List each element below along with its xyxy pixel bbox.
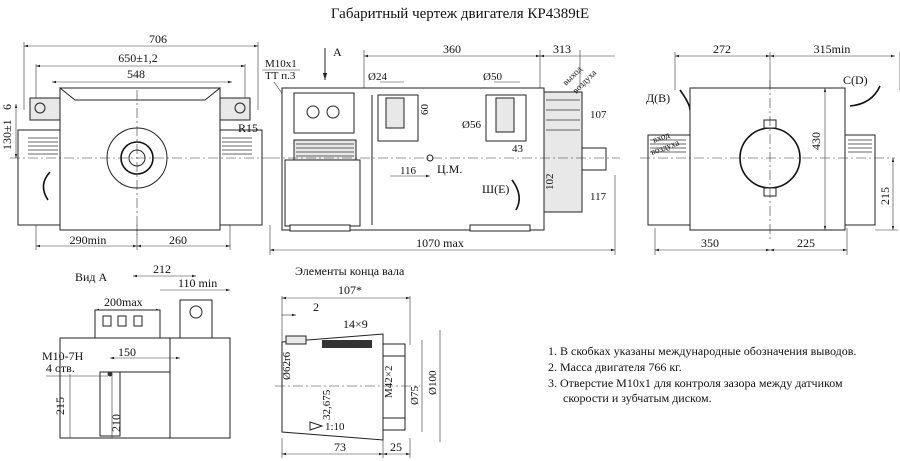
dim-360: 360	[443, 42, 461, 56]
dim-260: 260	[169, 233, 187, 247]
dim-200: 200max	[104, 295, 143, 309]
side-cooler	[543, 91, 583, 213]
shaft-end: Элементы конца вала 107* 2 14×9 Ø62r6 32…	[275, 264, 441, 458]
dim-548: 548	[127, 67, 145, 81]
end-box-right	[844, 134, 876, 226]
dim-d62: Ø62r6	[281, 351, 293, 380]
label-cm: Ц.М.	[437, 162, 462, 176]
notes: 1. В скобках указаны международные обозн…	[548, 344, 856, 405]
dim-313: 313	[553, 42, 571, 56]
dim-r15: R15	[238, 121, 258, 135]
label-4-holes: 4 отв.	[46, 361, 75, 375]
label-d56: Ø56	[462, 119, 481, 131]
shaft-title: Элементы конца вала	[295, 264, 405, 278]
arrow-a-label: А	[333, 45, 342, 59]
dim-215: 215	[878, 187, 892, 205]
dim-2: 2	[313, 300, 319, 314]
drawing-title: Габаритный чертеж двигателя КР4389tE	[331, 6, 589, 22]
label-sh: Ш(Е)	[482, 182, 509, 196]
note-3-cont: скорости и зубчатым диском.	[563, 391, 712, 405]
dim-14x9: 14×9	[343, 317, 368, 331]
dim-430: 430	[809, 132, 823, 150]
dim-225: 225	[797, 236, 815, 250]
dim-315: 315min	[814, 42, 851, 56]
dim-110: 110 min	[178, 276, 217, 290]
front-cable	[42, 171, 51, 201]
end-box-left	[647, 134, 691, 226]
label-102: 102	[544, 174, 556, 191]
dim-150: 150	[118, 345, 136, 359]
view-a: Вид А 212 110 min 200max М10-7Н 4 отв. 1…	[42, 262, 231, 439]
dim-350: 350	[701, 236, 719, 250]
front-view: 706 650±1,2 548 290min 260	[0, 32, 270, 250]
dim-d75: Ø75	[409, 386, 421, 405]
end-body	[689, 87, 846, 231]
dim-706: 706	[149, 32, 167, 46]
dim-212: 212	[153, 262, 171, 276]
label-cd: С(D)	[843, 73, 868, 87]
note-1: 1. В скобках указаны международные обозн…	[548, 344, 856, 358]
front-body	[59, 87, 221, 231]
dim-130: 130±1	[0, 119, 14, 150]
side-terminal-box	[293, 92, 355, 134]
label-107: 107	[590, 109, 607, 121]
label-43: 43	[512, 143, 524, 155]
end-view: 272 315min С(D) Д(В) вход воздуха 430 21…	[640, 42, 900, 255]
front-foot-left	[17, 129, 61, 226]
shaft-nut	[382, 343, 406, 431]
label-dv: Д(В)	[646, 91, 670, 105]
dim-32675: 32,675	[321, 389, 333, 420]
dim-272: 272	[713, 42, 731, 56]
label-60: 60	[419, 104, 431, 116]
label-d50: Ø50	[483, 71, 502, 83]
label-m10-7h: М10-7Н	[42, 349, 84, 363]
dim-290min: 290min	[70, 233, 107, 247]
dim-6: 6	[0, 104, 14, 110]
dim-d100: Ø100	[427, 370, 439, 395]
front-foot-right	[219, 129, 263, 226]
dim-107: 107*	[338, 283, 362, 297]
label-m10: М10х1	[265, 58, 297, 70]
label-117: 117	[590, 191, 607, 203]
dim-73: 73	[334, 440, 346, 454]
side-view: М10х1 ТТ п.3 А 360 313 Ø24 Ø50 60 Ø56 вы…	[262, 42, 620, 255]
note-2: 2. Масса двигателя 766 кг.	[548, 360, 682, 374]
taper-label: 1:10	[325, 421, 345, 433]
label-ttp: ТТ п.3	[265, 70, 296, 82]
dim-m42: M42×2	[383, 366, 395, 398]
side-shaft	[581, 147, 607, 171]
dim-650: 650±1,2	[118, 51, 158, 65]
dim-25: 25	[390, 440, 402, 454]
dim-1070: 1070 max	[416, 236, 464, 250]
label-116: 116	[400, 165, 417, 177]
dim-210: 210	[109, 414, 123, 432]
view-a-body	[59, 337, 231, 439]
note-3: 3. Отверстие М10х1 для контроля зазора м…	[548, 376, 843, 390]
shaft-keyway	[322, 340, 372, 348]
dim-215-a: 215	[53, 397, 67, 415]
label-d24: Ø24	[368, 71, 387, 83]
side-cable	[511, 179, 520, 211]
view-a-title: Вид А	[75, 270, 108, 284]
